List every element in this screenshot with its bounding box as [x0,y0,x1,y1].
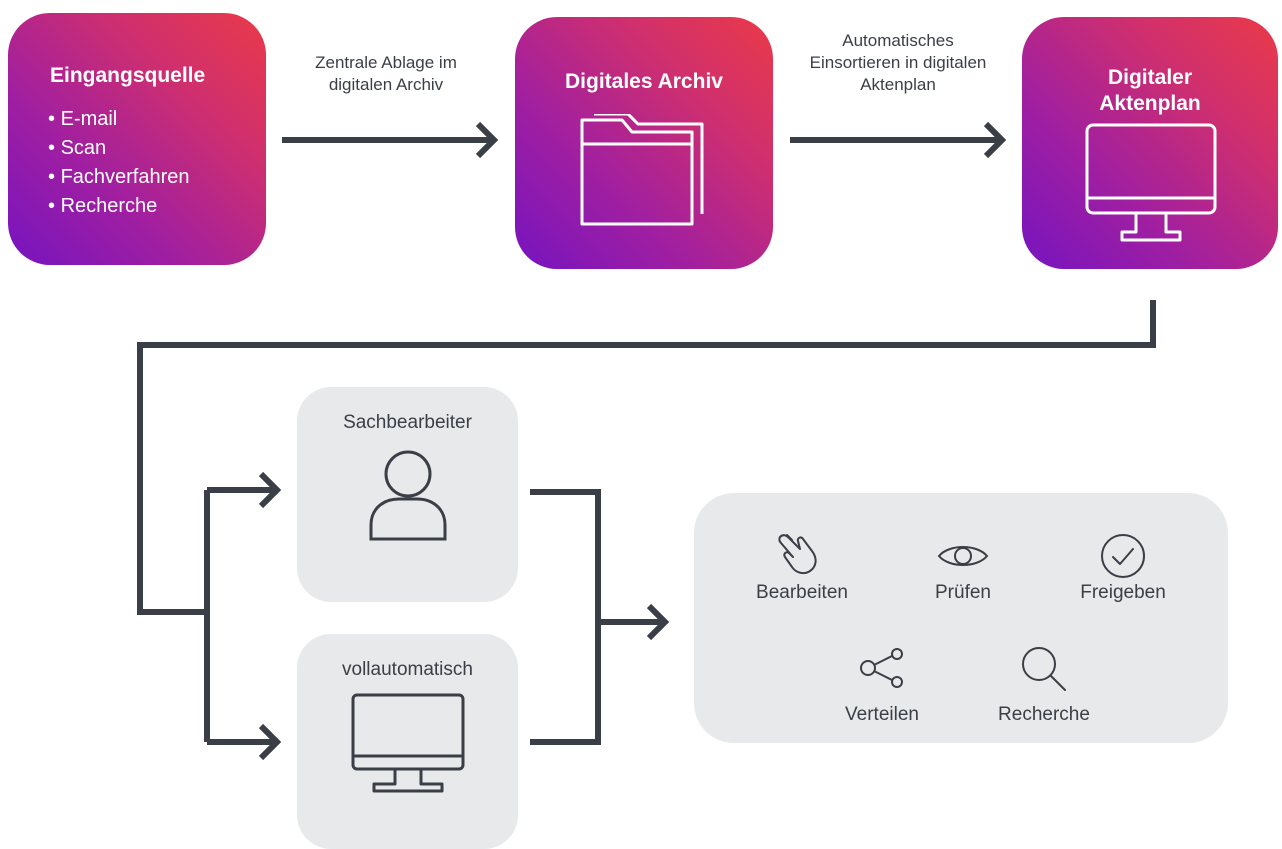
share-icon [860,648,903,688]
action-label-pruefen: Prüfen [935,582,991,603]
list-item: Recherche [48,192,190,221]
handler-box-sachbearbeiter: Sachbearbeiter [297,387,518,602]
action-label-verteilen: Verteilen [845,704,919,725]
monitor-icon [351,693,465,793]
source-box: Eingangsquelle E-mail Scan Fachverfahren… [8,13,266,265]
check-circle-icon [1101,534,1145,578]
user-icon [369,450,447,541]
handler-label: vollautomatisch [342,659,473,680]
plan-box: Digitaler Aktenplan [1022,17,1278,269]
search-icon [1022,647,1066,691]
action-label-freigeben: Freigeben [1080,582,1166,603]
list-item: Scan [48,134,190,163]
archive-box: Digitales Archiv [515,17,773,269]
archive-title: Digitales Archiv [565,70,723,93]
list-item: Fachverfahren [48,163,190,192]
action-label-bearbeiten: Bearbeiten [756,582,848,603]
handler-box-vollautomatisch: vollautomatisch [297,634,518,849]
edge-label-archive: Zentrale Ablage im digitalen Archiv [315,53,457,94]
hand-pointer-icon [778,534,817,575]
monitor-icon [1085,123,1217,242]
folder-icon [580,114,704,226]
list-item: E-mail [48,105,190,134]
action-label-recherche: Recherche [998,704,1090,725]
eye-icon [937,546,989,566]
actions-panel: Bearbeiten Prüfen Freigeben Verteilen [694,493,1228,743]
source-title: Eingangsquelle [50,64,206,87]
edge-label-plan: Automatisches Einsortieren in digitalen … [809,31,987,94]
plan-title: Digitaler Aktenplan [1099,66,1201,115]
source-list: E-mail Scan Fachverfahren Recherche [48,105,190,221]
handler-label: Sachbearbeiter [343,412,472,433]
